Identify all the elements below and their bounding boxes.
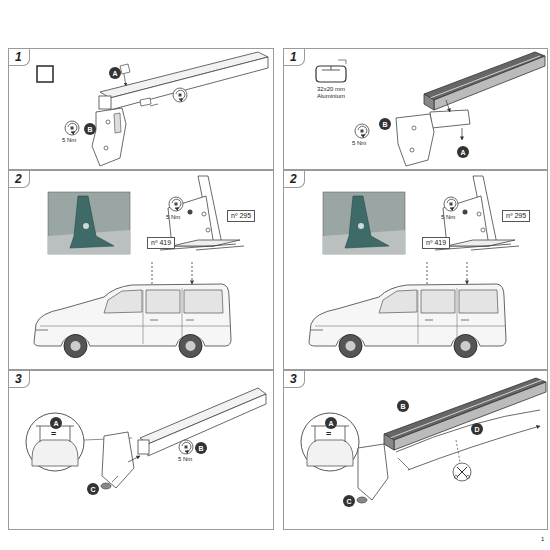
aluminium-bar-fitting <box>316 52 545 166</box>
callout-letter: A <box>50 417 62 429</box>
callout-letter: A <box>109 67 121 79</box>
torque-value: 5 Nm <box>441 214 455 221</box>
part-number: nº 295 <box>231 212 251 220</box>
step-panel: 2 nº 295 nº 419 <box>283 170 548 370</box>
step-panel: 2 nº 295 nº 419 <box>8 170 274 370</box>
callout-letter: A <box>53 420 58 427</box>
callout-letter: D <box>471 423 483 435</box>
callout-letter: B <box>400 403 405 410</box>
page-number: 1 <box>541 536 544 543</box>
callout-letter: A <box>457 146 469 158</box>
step-panel: 1B A <box>283 48 548 170</box>
step-panel: 3B A D C <box>283 370 548 530</box>
centering-mark: = <box>326 430 331 440</box>
callout-letter: B <box>198 445 203 452</box>
foot-and-van <box>34 176 244 358</box>
callout-letter: B <box>397 400 409 412</box>
part-number: nº 419 <box>426 239 446 247</box>
callout-letter: D <box>474 426 479 433</box>
step-number: 1 <box>9 49 30 66</box>
torque-value: 5 Nm <box>166 214 180 221</box>
callout-letter: A <box>112 70 117 77</box>
callout-letter: C <box>90 486 95 493</box>
callout-letter: A <box>328 420 333 427</box>
torque-value: 5 Nm <box>178 456 192 463</box>
callout-letter: C <box>346 498 351 505</box>
step-number: 2 <box>284 171 305 188</box>
part-number: nº 419 <box>151 239 171 247</box>
callout-letter: B <box>382 121 387 128</box>
callout-letter: A <box>460 149 465 156</box>
step-panel: 3A B C <box>8 370 274 530</box>
callout-letter: C <box>343 495 355 507</box>
part-number-box: nº 295 <box>227 210 255 222</box>
callout-letter: C <box>87 483 99 495</box>
callout-letter: B <box>379 118 391 130</box>
callout-letter: A <box>325 417 337 429</box>
part-number-box: nº 419 <box>422 237 450 249</box>
callout-letter: B <box>87 126 92 133</box>
square-bar-fitting <box>37 52 268 166</box>
step-number: 3 <box>284 371 305 388</box>
torque-value: 5 Nm <box>62 137 76 144</box>
step-panel: 1A B <box>8 48 274 170</box>
part-number-box: nº 295 <box>502 210 530 222</box>
torque-value: 5 Nm <box>352 140 366 147</box>
part-number: nº 295 <box>506 212 526 220</box>
end-cap-assembly <box>26 388 266 489</box>
foot-and-van <box>309 176 519 358</box>
part-number-box: nº 419 <box>147 237 175 249</box>
step-number: 2 <box>9 171 30 188</box>
callout-letter: B <box>84 123 96 135</box>
end-cap-assembly <box>301 378 546 503</box>
profile-size: 32x20 mm Aluminium <box>314 86 348 99</box>
centering-mark: = <box>51 430 56 440</box>
callout-letter: B <box>195 442 207 454</box>
step-number: 1 <box>284 49 305 66</box>
step-number: 3 <box>9 371 30 388</box>
